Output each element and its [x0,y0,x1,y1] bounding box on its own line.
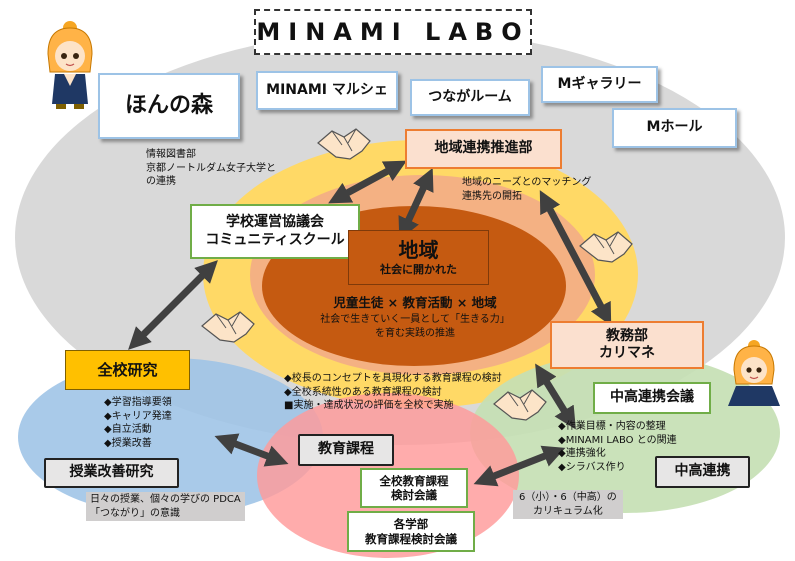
gallery-label: Mギャラリー [557,75,642,92]
hall-box: Mホール [612,108,737,148]
curriculum-line: カリキュラム化 [533,505,603,517]
policy-line: ■実施・達成状況の評価を全校で実施 [284,400,454,411]
kenkyu-item: ◆キャリア発達 [104,410,172,422]
curriculum-line: 6（小）・6（中高）の [519,492,617,503]
kakugakubu-line1: 各学部 [393,517,429,532]
gallery-box: Mギャラリー [541,66,658,103]
kakugakubu-line2: 教育課程検討会議 [365,531,457,546]
chuko-item: ◆作業目標・内容の整理 [558,421,666,432]
zenko-kento-line2: 検討会議 [391,488,437,502]
zenko-kento-box: 全校教育課程 検討会議 [360,468,468,508]
chuko-item: ◆連携強化 [558,448,606,459]
honnomori-box: ほんの森 [98,73,240,139]
center-desc: 社会で生きていく一員として「生きる力」 を育む実践の推進 [285,313,545,341]
chuko-renkei-label: 中高連携 [674,463,731,480]
gakko-unei-line2: コミュニティスクール [205,231,345,248]
kenkyu-item: ◆自立活動 [104,424,152,435]
curriculum-note: 6（小）・6（中高）の カリキュラム化 [513,490,623,519]
jugyo-kaizen-box: 授業改善研究 [44,458,179,488]
page-title: MINAMI LABO [254,9,532,55]
chuko-item: ◆シラバス作り [558,461,626,473]
jugyo-note-line: 日々の授業、個々の学びの PDCA [90,494,241,505]
zenko-kento-line1: 全校教育課程 [379,473,449,488]
zenko-kenkyu-label: 全校研究 [97,360,158,379]
kakugakubu-box: 各学部 教育課程検討会議 [347,511,475,552]
center-desc-line: を育む実践の推進 [375,328,455,339]
mascot-girl-icon [47,21,93,109]
hall-label: Mホール [646,119,703,136]
marche-box: MINAMI マルシェ [256,71,398,110]
note-line: 京都ノートルダム女子大学と [146,162,276,174]
tsunagaroom-label: つながルーム [428,88,512,105]
policy-line: ◆全校系統性のある教育課程の検討 [284,386,442,398]
center-title: 地域 [398,238,439,263]
center-chiiki-box: 地域 社会に開かれた [348,230,489,285]
chiiki-renkei-note: 地域のニーズとのマッチング 連携先の開拓 [462,176,591,203]
jugyo-note: 日々の授業、個々の学びの PDCA 「つながり」の意識 [86,492,245,521]
center-subtitle: 社会に開かれた [380,263,457,277]
center-formula: 児童生徒 × 教育活動 × 地域 [333,295,497,310]
gakko-unei-box: 学校運営協議会 コミュニティスクール [190,204,360,259]
handshake-icon [493,389,547,421]
page-title-text: MINAMI LABO [256,18,530,46]
chuko-kaigi-label: 中高連携会議 [610,389,694,406]
handshake-icon [317,128,371,160]
chiiki-renkei-label: 地域連携推進部 [434,140,533,157]
jugyo-note-line: 「つながり」の意識 [90,507,180,519]
note-line: 連携先の開拓 [462,190,522,202]
tsunagaroom-box: つながルーム [410,79,530,116]
kenkyu-item: ◆授業改善 [104,437,152,449]
note-line: 情報図書部 [146,149,196,160]
chuko-renkei-box: 中高連携 [655,456,750,488]
chuko-item: ◆MINAMI LABO との関連 [558,434,677,446]
policy-line: ◆校長のコンセプトを具現化する教育課程の検討 [284,373,502,384]
kenkyu-items: ◆学習指導要領 ◆キャリア発達 ◆自立活動 ◆授業改善 [104,396,172,450]
marche-label: MINAMI マルシェ [266,81,388,98]
handshake-icon [201,311,255,343]
honnomori-note: 情報図書部 京都ノートルダム女子大学と の連携 [146,148,276,189]
chuko-items: ◆作業目標・内容の整理 ◆MINAMI LABO との関連 ◆連携強化 ◆シラバ… [558,420,677,474]
note-line: の連携 [146,176,176,187]
kyomubu-line1: 教務部 [606,327,648,344]
policy-note: ◆校長のコンセプトを具現化する教育課程の検討 ◆全校系統性のある教育課程の検討 … [284,372,502,413]
handshake-icon [579,231,633,263]
gakko-unei-line1: 学校運営協議会 [226,214,324,230]
kyomubu-line2: カリマネ [599,345,655,361]
kyomubu-box: 教務部 カリマネ [550,321,704,369]
chiiki-renkei-box: 地域連携推進部 [405,129,562,169]
center-desc-line: 社会で生きていく一員として「生きる力」 [320,314,510,325]
jugyo-kaizen-label: 授業改善研究 [69,464,154,481]
mascot-girl-icon [728,340,780,406]
zenko-kenkyu-box: 全校研究 [65,350,190,390]
double-arrow-icon [128,160,612,487]
kenkyu-item: ◆学習指導要領 [104,397,172,408]
kyoiku-katei-box: 教育課程 [298,434,394,466]
note-line: 地域のニーズとのマッチング [462,177,592,188]
chuko-kaigi-box: 中高連携会議 [593,382,711,414]
kyoiku-katei-label: 教育課程 [318,441,374,458]
honnomori-label: ほんの森 [124,93,213,119]
